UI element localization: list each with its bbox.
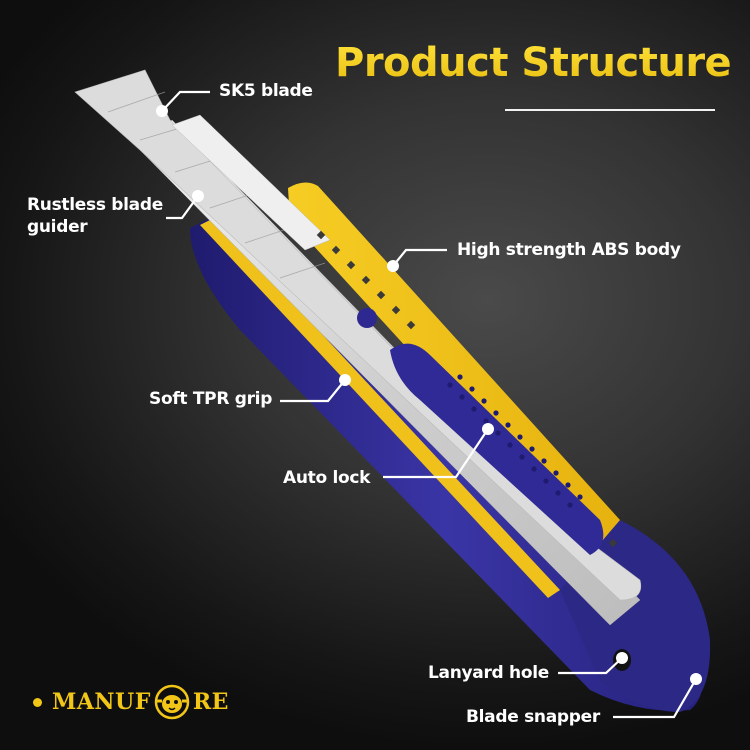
auto-lock-slider [390,343,604,555]
brand-name-prefix: MANUF [52,689,151,715]
callout-sk5-blade: SK5 blade [219,81,313,101]
blade-guider-dot [192,190,204,202]
auto-lock-dot [482,423,494,435]
blade-snapper-dot [690,673,702,685]
callout-abs-body: High strength ABS body [457,240,681,260]
callout-leaders [162,90,697,719]
callout-tpr-grip: Soft TPR grip [149,389,273,409]
callout-blade-snapper: Blade snapper [466,707,600,727]
brand-name-suffix: RE [192,689,229,715]
lanyard-hole-dot [616,652,628,664]
abs-body-dot [387,260,399,272]
callout-lanyard-hole: Lanyard hole [428,663,549,683]
bullet-dot [33,697,42,707]
title-underline [505,109,715,111]
page-title: Product Structure [335,40,732,86]
callout-blade-guider-line2: guider [27,217,88,237]
callout-auto-lock: Auto lock [283,468,371,488]
brand-logo: MANUF RE [33,683,229,721]
tiger-wrench-icon [154,684,190,720]
callout-blade-guider-line1: Rustless blade [27,195,163,215]
sk5-blade-dot [156,105,168,117]
tpr-grip-dot [339,374,351,386]
